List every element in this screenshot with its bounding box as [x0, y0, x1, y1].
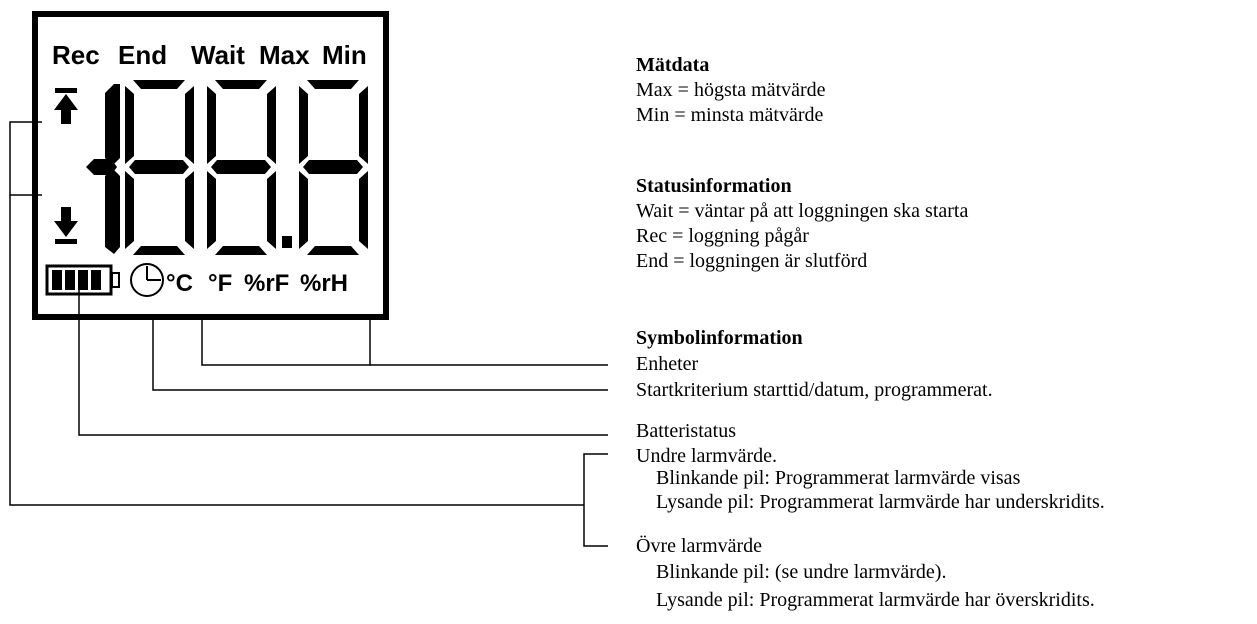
- leader-lines: [9, 121, 608, 547]
- lcd-unit-celsius: °C: [166, 270, 193, 297]
- text-undre-larmvarde: Undre larmvärde.: [636, 445, 778, 467]
- heading-symbolinformation: Symbolinformation: [636, 327, 803, 349]
- text-wait: Wait = väntar på att loggningen ska star…: [636, 200, 969, 222]
- lcd-decimal-point: [282, 236, 292, 248]
- text-enheter: Enheter: [636, 353, 699, 375]
- lcd-unit-rf: %rF: [244, 270, 289, 297]
- lcd-unit-rh: %rH: [300, 270, 348, 297]
- lcd-digit-3: [299, 80, 368, 255]
- clock-icon: [130, 263, 164, 297]
- text-ovre-larmvarde: Övre larmvärde: [636, 535, 763, 557]
- text-ovre-blinkande: Blinkande pil: (se undre larmvärde).: [656, 561, 947, 583]
- text-min: Min = minsta mätvärde: [636, 104, 824, 126]
- text-ovre-lysande: Lysande pil: Programmerat larmvärde har …: [656, 589, 1095, 611]
- text-undre-lysande: Lysande pil: Programmerat larmvärde har …: [656, 491, 1105, 513]
- lcd-label-max: Max: [259, 40, 310, 70]
- lcd-digit-1: [125, 80, 194, 255]
- leader-alarm-split: [583, 453, 608, 547]
- lcd-minus-one-segments: [86, 84, 120, 254]
- battery-icon: [45, 264, 120, 296]
- lcd-digit-2: [207, 80, 276, 255]
- lcd-frame: [32, 11, 389, 320]
- text-rec: Rec = loggning pågår: [636, 225, 809, 247]
- leader-units: [201, 320, 371, 366]
- leader-clock: [152, 320, 608, 391]
- text-startkriterium: Startkriterium starttid/datum, programme…: [636, 379, 993, 401]
- lcd-label-wait: Wait: [191, 40, 245, 70]
- lcd-label-end: End: [118, 40, 167, 70]
- text-undre-blinkande: Blinkande pil: Programmerat larmvärde vi…: [656, 467, 1021, 489]
- lcd-label-rec: Rec: [52, 40, 100, 70]
- text-batteristatus: Batteristatus: [636, 420, 736, 442]
- leader-battery: [78, 286, 608, 436]
- lcd-unit-fahrenheit: °F: [208, 270, 232, 297]
- heading-matdata: Mätdata: [636, 54, 710, 76]
- lower-alarm-arrow-icon: [54, 207, 78, 244]
- heading-statusinformation: Statusinformation: [636, 175, 792, 197]
- leader-alarm-bracket: [9, 121, 42, 196]
- lcd-label-min: Min: [322, 40, 367, 70]
- text-max: Max = högsta mätvärde: [636, 79, 826, 101]
- text-end: End = loggningen är slutförd: [636, 250, 868, 272]
- leader-alarm-to-text: [9, 195, 584, 506]
- upper-alarm-arrow-icon: [54, 88, 78, 124]
